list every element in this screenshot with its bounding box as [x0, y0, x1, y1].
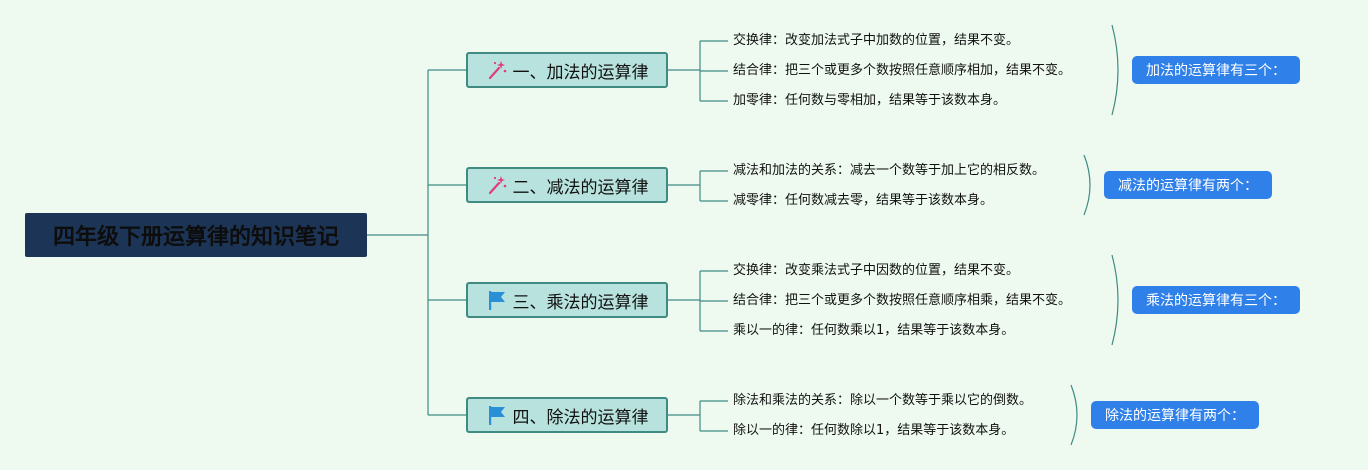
leaf-text[interactable]: 结合律：把三个或更多个数按照任意顺序相乘，结果不变。	[733, 293, 1072, 308]
magic-wand-icon	[486, 174, 508, 196]
summary-brace	[1083, 154, 1091, 216]
leaf-text[interactable]: 减零律：任何数减去零，结果等于该数本身。	[733, 193, 994, 208]
branch-label: 二、减法的运算律	[512, 177, 649, 198]
branch-division[interactable]: 四、除法的运算律	[466, 397, 668, 433]
branch-addition[interactable]: 一、加法的运算律	[466, 52, 668, 88]
summary-brace	[1111, 24, 1119, 116]
branch-multiplication[interactable]: 三、乘法的运算律	[466, 282, 668, 318]
branch-subtraction[interactable]: 二、减法的运算律	[466, 167, 668, 203]
summary-multiplication[interactable]: 乘法的运算律有三个：	[1132, 286, 1300, 314]
branch-label: 三、乘法的运算律	[512, 292, 649, 313]
summary-brace	[1111, 254, 1119, 346]
branch-label: 四、除法的运算律	[512, 407, 649, 428]
flag-icon	[486, 289, 508, 311]
leaf-text[interactable]: 交换律：改变乘法式子中因数的位置，结果不变。	[733, 263, 1020, 278]
leaf-text[interactable]: 除以一的律：任何数除以1，结果等于该数本身。	[733, 423, 1015, 438]
summary-division[interactable]: 除法的运算律有两个：	[1091, 401, 1259, 429]
summary-addition[interactable]: 加法的运算律有三个：	[1132, 56, 1300, 84]
leaf-text[interactable]: 减法和加法的关系：减去一个数等于加上它的相反数。	[733, 163, 1046, 178]
summary-brace	[1070, 384, 1078, 446]
leaf-text[interactable]: 交换律：改变加法式子中加数的位置，结果不变。	[733, 33, 1020, 48]
leaf-text[interactable]: 加零律：任何数与零相加，结果等于该数本身。	[733, 93, 1007, 108]
leaf-text[interactable]: 除法和乘法的关系：除以一个数等于乘以它的倒数。	[733, 393, 1033, 408]
leaf-text[interactable]: 乘以一的律：任何数乘以1，结果等于该数本身。	[733, 323, 1015, 338]
leaf-text[interactable]: 结合律：把三个或更多个数按照任意顺序相加，结果不变。	[733, 63, 1072, 78]
flag-icon	[486, 404, 508, 426]
magic-wand-icon	[486, 59, 508, 81]
summary-subtraction[interactable]: 减法的运算律有两个：	[1104, 171, 1272, 199]
root-topic[interactable]: 四年级下册运算律的知识笔记	[25, 213, 367, 257]
branch-label: 一、加法的运算律	[512, 62, 649, 83]
